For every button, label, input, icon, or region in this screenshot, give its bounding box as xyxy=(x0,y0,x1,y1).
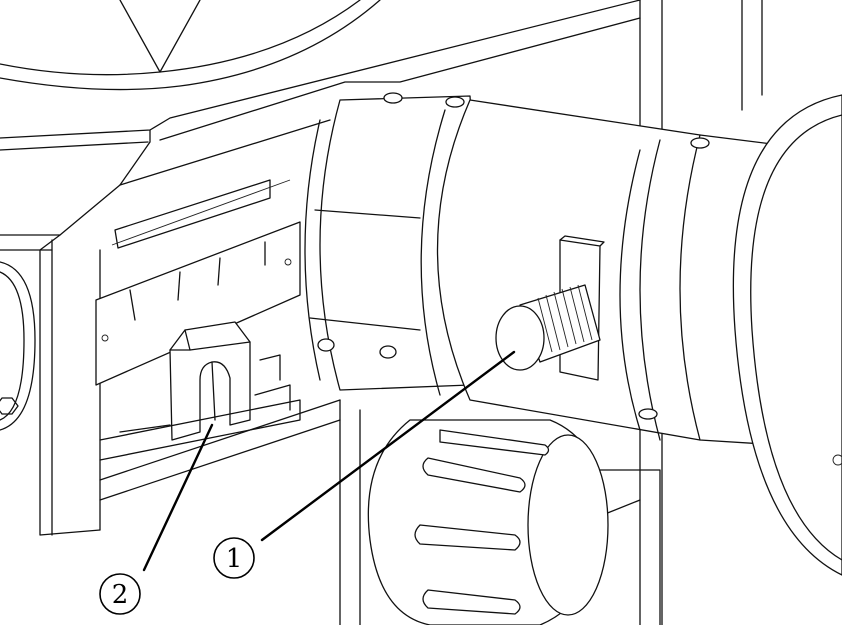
callout-2: 2 xyxy=(99,573,141,615)
top-hopper xyxy=(0,0,381,91)
leader-line-1 xyxy=(260,350,516,542)
knurled-knob xyxy=(367,419,609,625)
latch-clip xyxy=(99,321,301,461)
lower-frame xyxy=(99,399,661,625)
callout-2-label: 2 xyxy=(112,580,129,610)
callout-1: 1 xyxy=(213,537,255,579)
scale-plate xyxy=(95,179,301,386)
threaded-stud xyxy=(495,235,605,381)
leader-line-2 xyxy=(142,423,214,572)
callout-1-label: 1 xyxy=(226,544,243,574)
